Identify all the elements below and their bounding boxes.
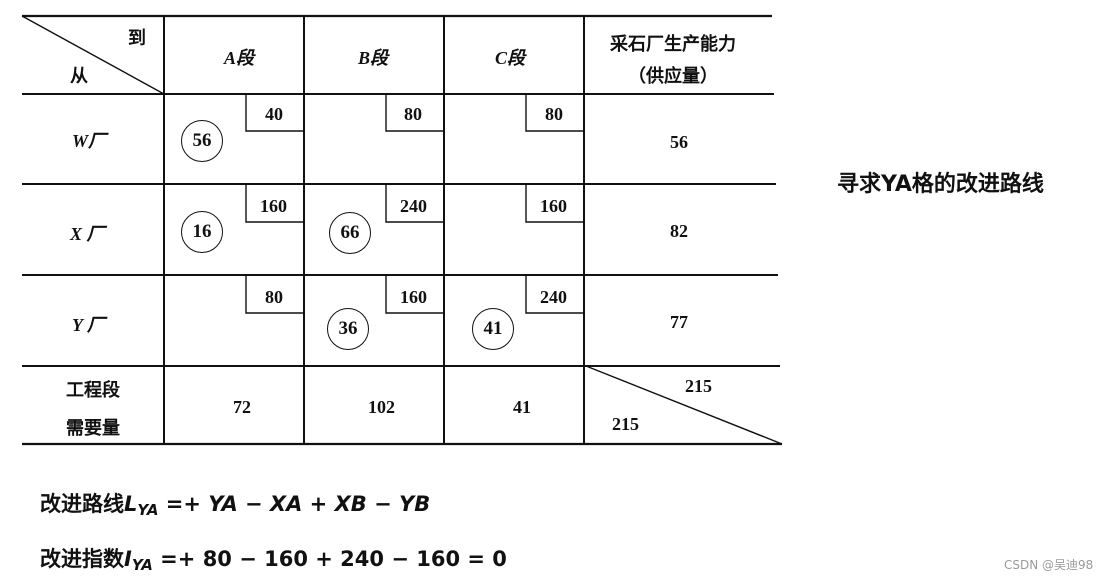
csdn-watermark: CSDN @吴迪98 (1004, 558, 1094, 572)
demand-a: 72 (233, 397, 251, 417)
demand-b: 102 (368, 397, 395, 417)
cost-w-b: 80 (404, 104, 422, 124)
allocation-x-a: 16 (181, 211, 223, 253)
total-demand: 215 (612, 414, 639, 434)
improvement-path-formula: 改进路线LYA =+ YA − XA + XB − YB (40, 488, 430, 519)
formula2-subscript: YA (131, 556, 153, 574)
supply-header-line2: （供应量） (628, 66, 718, 86)
demand-label-line1: 工程段 (66, 380, 120, 400)
cost-x-b: 240 (400, 196, 427, 216)
cost-w-a: 40 (265, 104, 283, 124)
formula2-expression: =+ 80 − 160 + 240 − 160 = 0 (152, 547, 507, 571)
cost-x-c: 160 (540, 196, 567, 216)
corner-to-label: 到 (128, 28, 146, 48)
allocation-x-b: 66 (329, 212, 371, 254)
row-label-x: X 厂 (70, 224, 105, 244)
allocation-y-b: 36 (327, 308, 369, 350)
formula1-symbol: L (124, 492, 138, 516)
formula1-expression: =+ YA − XA + XB − YB (158, 492, 431, 516)
cost-x-a: 160 (260, 196, 287, 216)
formula2-prefix: 改进指数 (40, 547, 124, 571)
col-header-c: C段 (495, 48, 526, 68)
demand-label-line2: 需要量 (66, 418, 120, 438)
cost-y-c: 240 (540, 287, 567, 307)
corner-from-label: 从 (70, 66, 88, 86)
supply-w: 56 (670, 132, 688, 152)
col-header-b: B段 (358, 48, 389, 68)
row-label-y: Y 厂 (72, 315, 105, 335)
supply-header-line1: 采石厂生产能力 (610, 34, 736, 54)
supply-x: 82 (670, 221, 688, 241)
side-note: 寻求YA格的改进路线 (837, 172, 1044, 197)
allocation-w-a: 56 (181, 120, 223, 162)
demand-c: 41 (513, 397, 531, 417)
formula2-symbol: I (124, 547, 132, 571)
formula1-subscript: YA (137, 501, 159, 519)
total-supply: 215 (685, 376, 712, 396)
allocation-y-c: 41 (472, 308, 514, 350)
col-header-a: A段 (224, 48, 255, 68)
formula1-prefix: 改进路线 (40, 492, 124, 516)
cost-y-a: 80 (265, 287, 283, 307)
row-label-w: W厂 (72, 131, 107, 151)
supply-y: 77 (670, 312, 688, 332)
cost-y-b: 160 (400, 287, 427, 307)
cost-w-c: 80 (545, 104, 563, 124)
improvement-index-formula: 改进指数IYA =+ 80 − 160 + 240 − 160 = 0 (40, 543, 507, 574)
